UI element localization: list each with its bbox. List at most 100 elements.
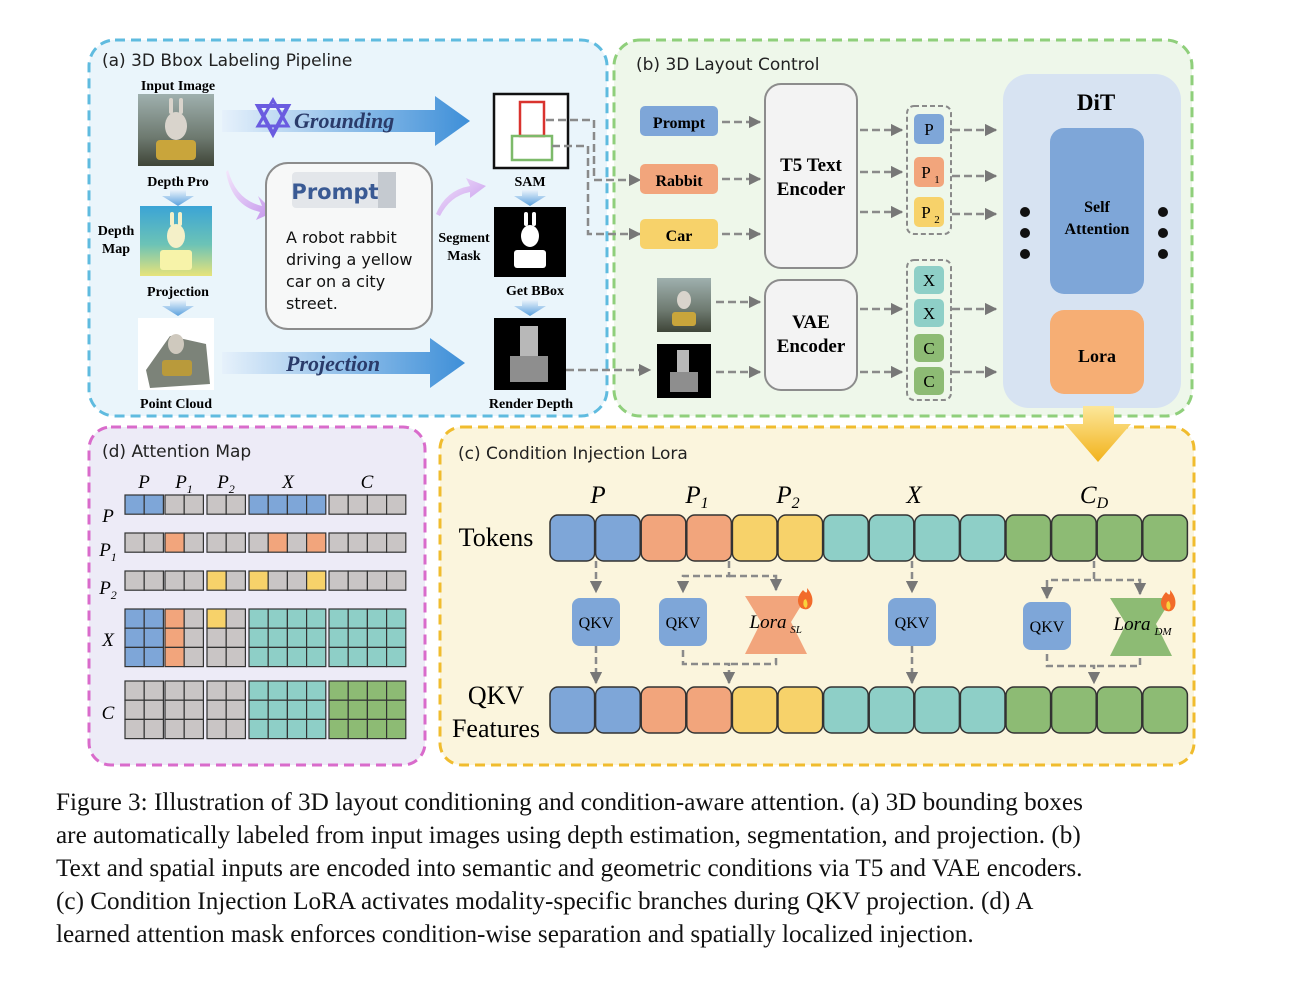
attention-cell bbox=[124, 627, 145, 649]
down-arrow-icon bbox=[514, 300, 546, 316]
attention-cell bbox=[248, 646, 269, 668]
attention-cell bbox=[366, 494, 388, 515]
token-c-label: C bbox=[923, 372, 934, 391]
prompt-card-header: Prompt bbox=[291, 180, 378, 204]
point-cloud-label: Point Cloud bbox=[140, 397, 212, 412]
attention-cell bbox=[306, 699, 327, 721]
t5-encoder-label-1: T5 Text bbox=[780, 155, 842, 176]
attention-cell bbox=[248, 532, 269, 553]
qkv-feature-cell bbox=[686, 686, 733, 734]
token-cell bbox=[959, 514, 1006, 562]
down-arrow-icon bbox=[162, 190, 194, 206]
attention-cell bbox=[328, 532, 349, 553]
attention-cell bbox=[164, 570, 185, 591]
prompt-box-label: Prompt bbox=[653, 115, 706, 132]
qkv-feature-cell bbox=[868, 686, 915, 734]
attention-cell bbox=[286, 699, 308, 721]
attention-cell bbox=[386, 494, 407, 515]
qkv-box-label: QKV bbox=[579, 615, 614, 632]
attention-cell bbox=[386, 627, 407, 649]
prompt-text-line-4: street. bbox=[286, 294, 338, 313]
attention-cell bbox=[164, 627, 185, 649]
attention-cell bbox=[206, 608, 227, 629]
qkv-feature-cell bbox=[959, 686, 1006, 734]
attention-cell bbox=[267, 646, 289, 668]
lora-sl-block bbox=[745, 596, 807, 654]
down-arrow-icon bbox=[1065, 406, 1131, 462]
token-p2-sub: 2 bbox=[934, 214, 940, 226]
attention-cell bbox=[206, 680, 227, 701]
token-p2 bbox=[914, 197, 944, 227]
vae-encoder-label-2: Encoder bbox=[777, 336, 846, 357]
input-image bbox=[138, 94, 214, 166]
qkv-box-label: QKV bbox=[895, 615, 930, 632]
prompt-box bbox=[640, 106, 718, 136]
token-p bbox=[914, 114, 944, 144]
attention-cell bbox=[248, 680, 269, 701]
attention-cell bbox=[124, 680, 145, 701]
attention-cell bbox=[328, 646, 349, 668]
attention-cell bbox=[347, 699, 369, 721]
token-x bbox=[914, 266, 944, 294]
attention-row-label: C bbox=[102, 703, 115, 724]
panel-c-title: (c) Condition Injection Lora bbox=[458, 444, 688, 464]
attention-cell bbox=[248, 570, 269, 591]
attention-cell bbox=[143, 718, 164, 740]
attention-cell bbox=[143, 646, 164, 668]
attention-cell bbox=[225, 699, 246, 721]
attention-cell bbox=[366, 627, 388, 649]
caption-line-1: Figure 3: Illustration of 3D layout cond… bbox=[56, 789, 1083, 816]
self-attention-label-2: Attention bbox=[1065, 221, 1130, 238]
attention-cell bbox=[124, 494, 145, 515]
attention-row-label: X bbox=[101, 630, 115, 651]
attention-cell bbox=[306, 570, 327, 591]
t5-encoder bbox=[764, 83, 858, 269]
panel-a: (a) 3D Bbox Labeling Pipeline Input Imag… bbox=[87, 38, 609, 418]
attention-cell bbox=[267, 680, 289, 701]
attention-row-label: P bbox=[101, 506, 114, 527]
attention-cell bbox=[366, 718, 388, 740]
attention-cell bbox=[267, 570, 289, 591]
token-cell bbox=[594, 514, 641, 562]
attention-cell bbox=[183, 627, 204, 649]
token-group-label: P bbox=[589, 482, 605, 509]
attention-cell bbox=[386, 699, 407, 721]
text-token-group bbox=[906, 105, 952, 235]
attention-cell bbox=[286, 608, 308, 629]
attention-cell bbox=[306, 646, 327, 668]
bbox-detection-image bbox=[492, 92, 570, 170]
down-arrow-icon bbox=[514, 190, 546, 206]
t5-encoder-label-2: Encoder bbox=[777, 179, 846, 200]
qkv-feature-cell bbox=[822, 686, 869, 734]
lora-sl-sub: SL bbox=[790, 624, 802, 636]
attention-cell bbox=[124, 699, 145, 721]
token-cell bbox=[1096, 514, 1143, 562]
attention-cell bbox=[267, 532, 289, 553]
qkv-features-label-2: Features bbox=[452, 714, 540, 743]
attention-cell bbox=[347, 608, 369, 629]
attention-cell bbox=[328, 627, 349, 649]
attention-cell bbox=[164, 608, 185, 629]
segment-mask-label-1: Segment bbox=[438, 231, 490, 246]
rabbit-box-label: Rabbit bbox=[655, 173, 703, 190]
token-group-label: X bbox=[905, 482, 923, 509]
attention-cell bbox=[124, 718, 145, 740]
car-box bbox=[640, 219, 718, 249]
lora-block-label: Lora bbox=[1078, 346, 1116, 366]
car-box-label: Car bbox=[666, 228, 693, 245]
projection-arrow bbox=[222, 338, 465, 388]
sam-label: SAM bbox=[514, 175, 545, 190]
self-attention-label-1: Self bbox=[1084, 199, 1110, 216]
attention-cell bbox=[183, 570, 204, 591]
token-c bbox=[914, 367, 944, 395]
down-arrow-icon bbox=[162, 300, 194, 316]
attention-cell bbox=[286, 646, 308, 668]
caption-line-4: (c) Condition Injection LoRA activates m… bbox=[56, 888, 1034, 915]
attention-cell bbox=[328, 608, 349, 629]
prompt-card: Prompt A robot rabbit driving a yellow c… bbox=[265, 162, 433, 330]
attention-cell bbox=[286, 494, 308, 515]
attention-cell bbox=[164, 718, 185, 740]
attention-cell bbox=[366, 608, 388, 629]
